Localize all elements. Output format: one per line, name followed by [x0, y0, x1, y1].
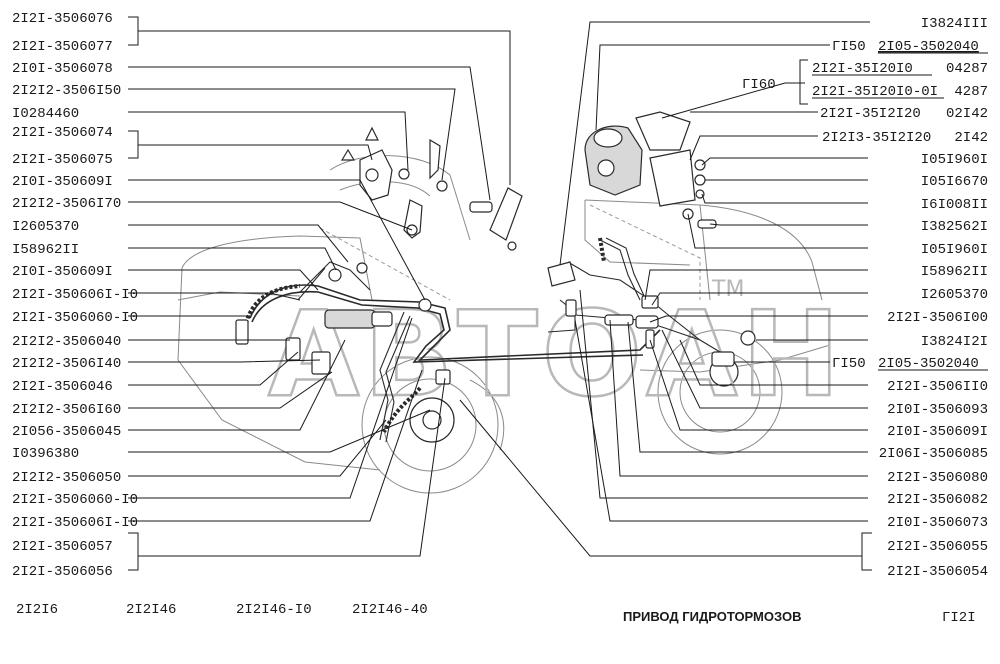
part-label: I3824I2I: [921, 334, 988, 350]
part-label: I05I6670: [921, 174, 988, 190]
part-label: 2I2I-3506082: [887, 492, 988, 508]
part-label: 2I0I-3506093: [887, 402, 988, 418]
part-label: 2I2I-3506I00: [887, 310, 988, 326]
group-prefix: ГI60: [742, 77, 776, 93]
part-label: I58962II: [12, 242, 79, 258]
left-label-column: 2I2I-3506076 2I2I-3506077 2I0I-3506078 2…: [12, 11, 138, 580]
part-label: 2I2I2-3506040: [12, 334, 121, 350]
part-label: I6I008II: [921, 197, 988, 213]
model-code: 2I2I46: [126, 602, 176, 618]
footer: 2I2I6 2I2I46 2I2I46-I0 2I2I46-40 ПРИВОД …: [16, 602, 976, 626]
watermark-tm: TM: [711, 277, 744, 302]
part-label: 2I2I2-3506I60: [12, 402, 121, 418]
part-label: 2I2I2-3506I50: [12, 83, 121, 99]
part-label: 2I2I-350606I-I0: [12, 287, 138, 303]
part-label: 2I0I-3506073: [887, 515, 988, 531]
part-label: 2I2I-3506054: [887, 564, 988, 580]
part-label: 2I2I-3506080: [887, 470, 988, 486]
group-code: 2I05-3502040: [878, 39, 979, 55]
part-label: 2I2I-3506075: [12, 152, 113, 168]
part-label: 2I2I-3506057: [12, 539, 113, 555]
model-code: 2I2I46-I0: [236, 602, 312, 618]
part-label: 2I056-3506045: [12, 424, 121, 440]
part-label: 2I2I-3506060-I0: [12, 310, 138, 326]
front-wheel: [361, 356, 505, 494]
part-label: I0396380: [12, 446, 79, 462]
part-label: 2I2I-3506II0: [887, 379, 988, 395]
right-leaders: [459, 21, 872, 571]
part-label: 2I0I-350609I: [887, 424, 988, 440]
right-label-column: I3824III ГI50 2I05-3502040 ГI60 2I2I-35I…: [742, 16, 988, 580]
diagram-title: ПРИВОД ГИДРОТОРМОЗОВ: [623, 609, 801, 624]
part-label: 2I0I-3506078: [12, 61, 113, 77]
part-label: I2605370: [12, 219, 79, 235]
group-prefix: ГI50: [832, 39, 866, 55]
part-label: I2605370: [921, 287, 988, 303]
part-label: I3824III: [921, 16, 988, 32]
part-label: 2I2I-3506046: [12, 379, 113, 395]
group-code: 2I2I-35I20I0-0I: [812, 84, 938, 100]
part-label: 2I2I2-3506050: [12, 470, 121, 486]
part-label: 2I06I-3506085: [879, 446, 988, 462]
part-suffix: 2I42: [954, 130, 988, 146]
part-suffix: 02I42: [946, 106, 988, 122]
part-label: 2I2I-3506060-I0: [12, 492, 138, 508]
part-label: 2I2I2-3506I40: [12, 356, 121, 372]
part-label: 2I2I-3506077: [12, 39, 113, 55]
part-label: 2I2I-3506056: [12, 564, 113, 580]
part-label: I05I960I: [921, 152, 988, 168]
part-label: 2I2I-3506074: [12, 125, 113, 141]
model-code: 2I2I6: [16, 602, 58, 618]
part-label: 2I0I-350609I: [12, 264, 113, 280]
part-label: I58962II: [921, 264, 988, 280]
part-label: 2I2I-3506055: [887, 539, 988, 555]
part-label: 2I2I-35I2I20: [820, 106, 921, 122]
model-code: 2I2I46-40: [352, 602, 428, 618]
part-label: I382562I: [921, 219, 988, 235]
part-label: 2I0I-350609I: [12, 174, 113, 190]
left-leaders: [128, 16, 511, 571]
part-label: 2I2I-350606I-I0: [12, 515, 138, 531]
part-label: I05I960I: [921, 242, 988, 258]
part-label: 2I2I3-35I2I20: [822, 130, 931, 146]
group-suffix: 4287: [954, 84, 988, 100]
part-label: 2I2I-3506076: [12, 11, 113, 27]
group-prefix: ГI50: [832, 356, 866, 372]
page-number: ГI2I: [942, 610, 976, 626]
group-code: 2I05-3502040: [878, 356, 979, 372]
part-label: I0284460: [12, 106, 79, 122]
group-code: 2I2I-35I20I0: [812, 61, 913, 77]
group-suffix: 04287: [946, 61, 988, 77]
part-label: 2I2I2-3506I70: [12, 196, 121, 212]
